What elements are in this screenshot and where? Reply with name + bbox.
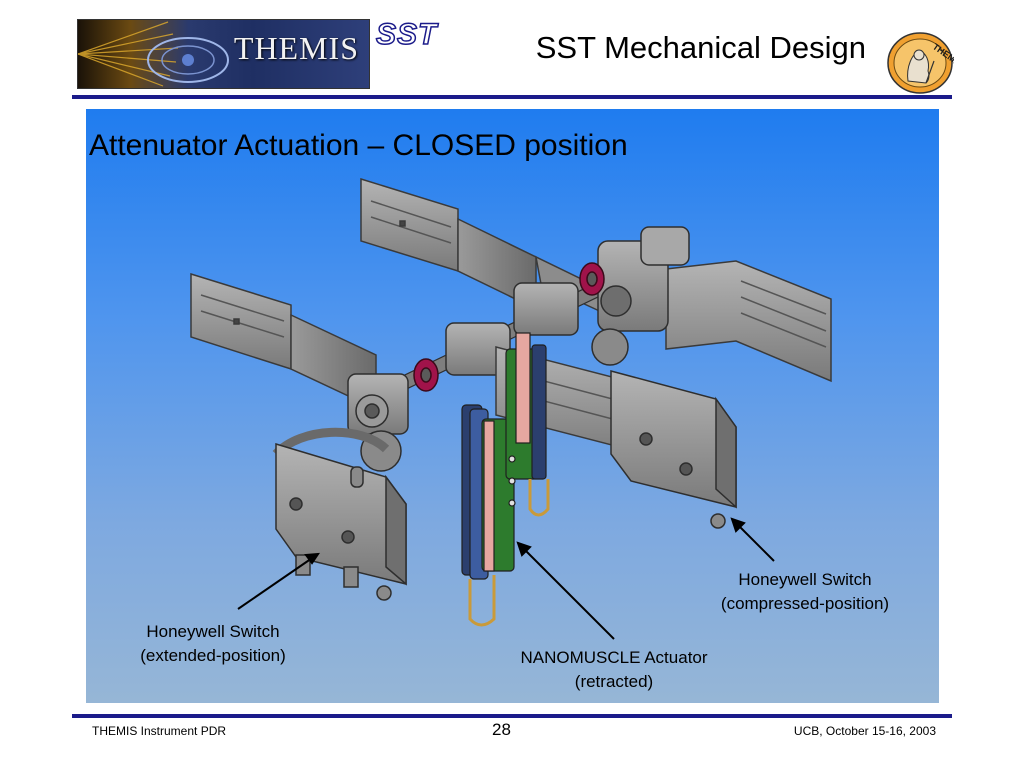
sun-rays-icon: [78, 21, 229, 87]
bearing-block-right: [591, 226, 690, 366]
footer-date-location: UCB, October 15-16, 2003: [793, 724, 936, 738]
bearing-block-left: [347, 373, 409, 472]
callout-sublabel: (retracted): [574, 672, 654, 691]
mechanical-assembly-render: [190, 177, 832, 640]
leader-line-left: [237, 553, 319, 610]
footer-presentation-name: THEMIS Instrument PDR: [92, 724, 227, 738]
banner-wordmark: THEMIS: [233, 30, 359, 66]
leader-line-middle: [517, 542, 615, 640]
gasket-ring: [413, 262, 605, 392]
callout-label: Honeywell Switch: [738, 570, 872, 589]
bearing-block-center: [445, 282, 579, 376]
callout-label: NANOMUSCLE Actuator: [520, 648, 708, 667]
sst-logo: SST: [375, 17, 438, 52]
themis-banner-logo: THEMIS: [77, 19, 370, 89]
slide-title: SST Mechanical Design: [535, 30, 866, 65]
callout-actuator: NANOMUSCLE Actuator (retracted): [498, 646, 730, 694]
callout-sublabel: (compressed-position): [720, 594, 890, 613]
honeywell-switch-extended: [272, 427, 407, 601]
page-number: 28: [492, 720, 511, 739]
callout-sublabel: (extended-position): [140, 646, 286, 665]
content-panel: Attenuator Actuation – CLOSED position: [86, 109, 939, 703]
header-divider: [72, 95, 952, 99]
callout-label: Honeywell Switch: [146, 622, 280, 641]
nanomuscle-actuator: [461, 332, 550, 627]
callout-switch-compressed: Honeywell Switch (compressed-position): [692, 568, 918, 616]
slide-heading: Attenuator Actuation – CLOSED position: [89, 129, 628, 162]
callout-switch-extended: Honeywell Switch (extended-position): [112, 620, 314, 668]
callout-leader-lines: [237, 517, 775, 640]
honeywell-switch-compressed: [610, 370, 737, 529]
shutter-arm-right: [665, 260, 832, 383]
mission-emblem-icon: THEMIS: [886, 31, 964, 95]
footer-divider: [72, 714, 952, 718]
